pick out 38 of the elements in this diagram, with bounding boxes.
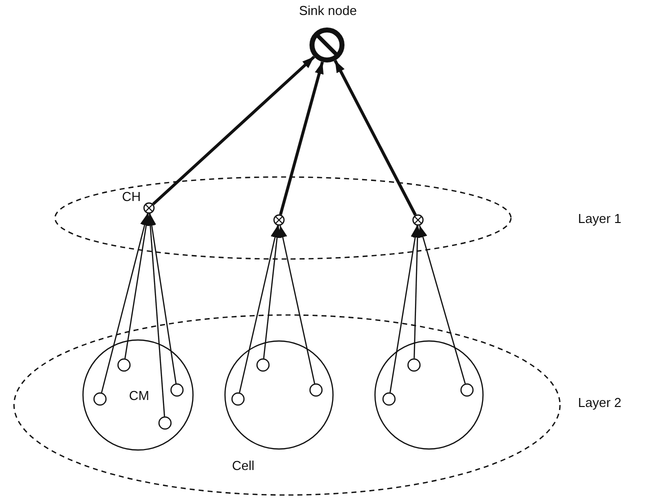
thick-arrow: [279, 62, 324, 215]
node-label: Sink node: [299, 3, 357, 18]
member-circle: [158, 416, 172, 430]
member-circle: [407, 358, 421, 372]
layer-label: Layer 1: [578, 211, 622, 226]
layer-label: Layer 2: [578, 395, 622, 410]
thick-arrow: [334, 60, 417, 216]
node-label: CM: [129, 388, 150, 403]
node-label: CH: [122, 189, 141, 204]
crossed-circle: [143, 202, 155, 214]
arrow: [124, 213, 151, 359]
crossed-circle: [273, 214, 285, 226]
arrow: [418, 225, 466, 384]
layer-ellipse: [13, 314, 561, 496]
arrow: [101, 213, 149, 393]
region-label: Cell: [232, 458, 254, 473]
arrow: [390, 225, 420, 393]
member-circle: [256, 358, 270, 372]
cell-circle: [82, 339, 194, 451]
arrow: [412, 226, 422, 358]
thick-arrow: [152, 56, 316, 206]
arrow: [147, 213, 177, 384]
cell-circle: [224, 340, 334, 450]
arrow: [263, 226, 282, 358]
layer-ellipse: [54, 176, 512, 260]
sink-node-symbol: [309, 27, 345, 63]
member-circle: [309, 383, 323, 397]
arrow: [278, 225, 316, 384]
member-circle: [117, 358, 131, 372]
member-circle: [460, 383, 474, 397]
member-circle: [170, 383, 184, 397]
member-circle: [93, 392, 107, 406]
arrow: [238, 225, 280, 393]
member-circle: [231, 392, 245, 406]
arrow: [146, 214, 166, 416]
crossed-circle: [412, 214, 424, 226]
cell-circle: [374, 340, 484, 450]
member-circle: [382, 392, 396, 406]
